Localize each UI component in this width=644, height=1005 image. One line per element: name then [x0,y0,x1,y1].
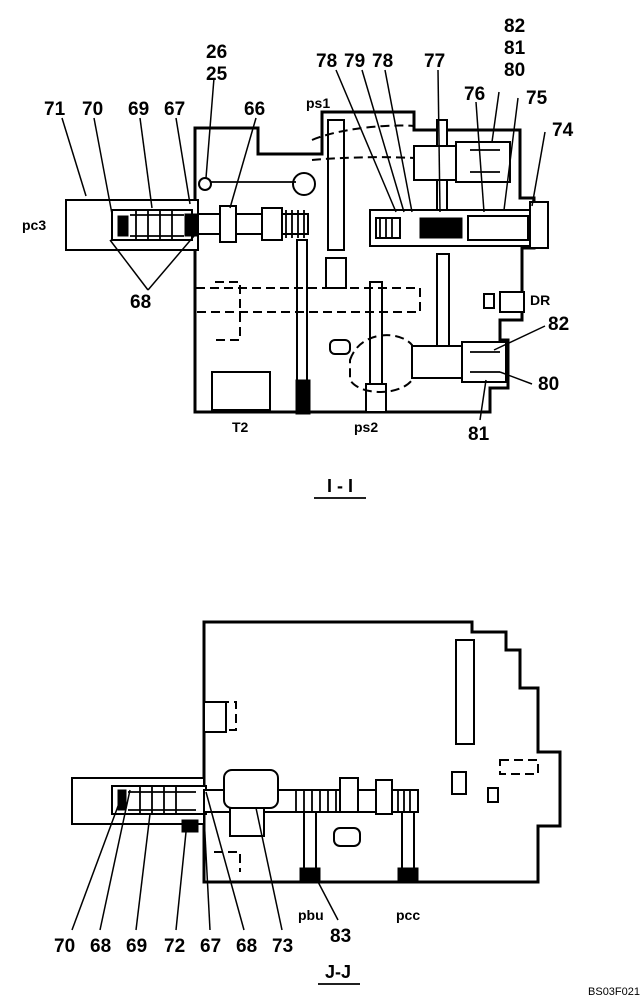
relief-top-detail [470,149,500,173]
spring-seat [117,215,129,237]
section-i-labels: 71 70 69 67 26 25 66 78 79 78 77 82 81 8… [22,16,574,499]
port-label: pcc [396,907,420,923]
nut-2 [375,779,393,815]
port-label: ps2 [354,419,378,435]
pbu-rod [303,811,317,875]
slot-small-1 [451,771,467,795]
check-ball [292,172,316,196]
part-label: 76 [464,84,485,105]
mid-plug [325,257,347,289]
section-i-leaders [61,69,546,421]
seal-72 [181,819,199,833]
port-label: pbu [298,907,324,923]
spool-threads [295,790,337,812]
part-label: 66 [244,99,265,120]
pbu-fitting-83 [299,867,321,883]
part-label: 26 [206,42,227,63]
part-label: 72 [164,936,185,957]
port-label: pc3 [22,217,46,233]
dashed-passage-right [499,759,539,775]
side-plug [203,701,227,733]
dr-port-hole [483,293,495,309]
part-label: 82 [504,16,525,37]
part-label: 78 [316,51,337,72]
spring-turns [135,210,173,240]
part-label: 81 [468,424,490,445]
relief-cap-top [455,141,511,183]
piston-76 [467,215,529,241]
left-retainer [184,213,198,237]
part-label: 25 [206,64,228,85]
section-j-leaders [71,789,339,931]
part-label: 67 [164,99,185,120]
part-label: 77 [424,51,445,72]
slot-small-2 [487,787,499,803]
top-passage [311,124,415,161]
part-label: 68 [130,292,151,313]
spring-78 [375,217,401,239]
valve-body-outline [202,620,562,884]
nut-1 [339,777,359,813]
t2-port-cavity [211,371,271,411]
section-j-labels: 70 68 69 72 67 68 73 83 pbu pcc J-J BS03… [54,907,640,998]
port-label: T2 [232,419,249,435]
spool-77 [419,217,463,239]
part-label: 75 [526,88,548,109]
part-label: 68 [236,936,257,957]
relief-cap-bottom [461,341,507,383]
dr-port [499,291,525,313]
part-label: 69 [128,99,149,120]
part-label: 74 [552,120,574,141]
part-label: 83 [330,926,351,947]
part-label: 70 [54,936,75,957]
ps2-fitting [365,383,387,413]
spool-land-2 [261,207,283,241]
ps1-passage [327,119,345,251]
part-label: 73 [272,936,293,957]
spool-land-1 [219,205,237,243]
oval-port [333,827,361,847]
part-label: 70 [82,99,103,120]
part-label: 71 [44,99,66,120]
long-slot [455,639,475,745]
figure-code: BS03F021 [588,986,640,998]
section-i-drawing [61,69,549,421]
plug-25 [198,177,212,191]
small-port [329,339,351,355]
spring-seat [117,789,127,811]
spring-78-coils [379,218,393,238]
spool-land-73 [223,769,279,809]
part-label: 81 [504,38,526,59]
part-label: 80 [538,374,559,395]
rod-left-foot [295,379,311,415]
part-label: 68 [90,936,111,957]
pcc-rod [401,811,415,875]
rod-left [296,239,308,391]
part-label: 69 [126,936,147,957]
spring-coils [130,214,184,237]
part-label: 78 [372,51,393,72]
pcc-fitting [397,867,419,883]
plug-74 [529,201,549,249]
port-label: DR [530,292,550,308]
internal-passage-1 [196,287,421,313]
spring-turns [139,786,177,814]
part-label: 80 [504,60,525,81]
end-threads [397,790,411,812]
section-j-drawing [71,620,562,931]
relief-bottom-detail [470,351,500,373]
section-title: J-J [325,962,351,982]
part-label: 82 [548,314,569,335]
section-title: I - I [327,476,353,496]
part-label: 67 [200,936,221,957]
spool-threads [285,210,305,238]
part-label: 79 [344,51,365,72]
port-label: ps1 [306,95,330,111]
